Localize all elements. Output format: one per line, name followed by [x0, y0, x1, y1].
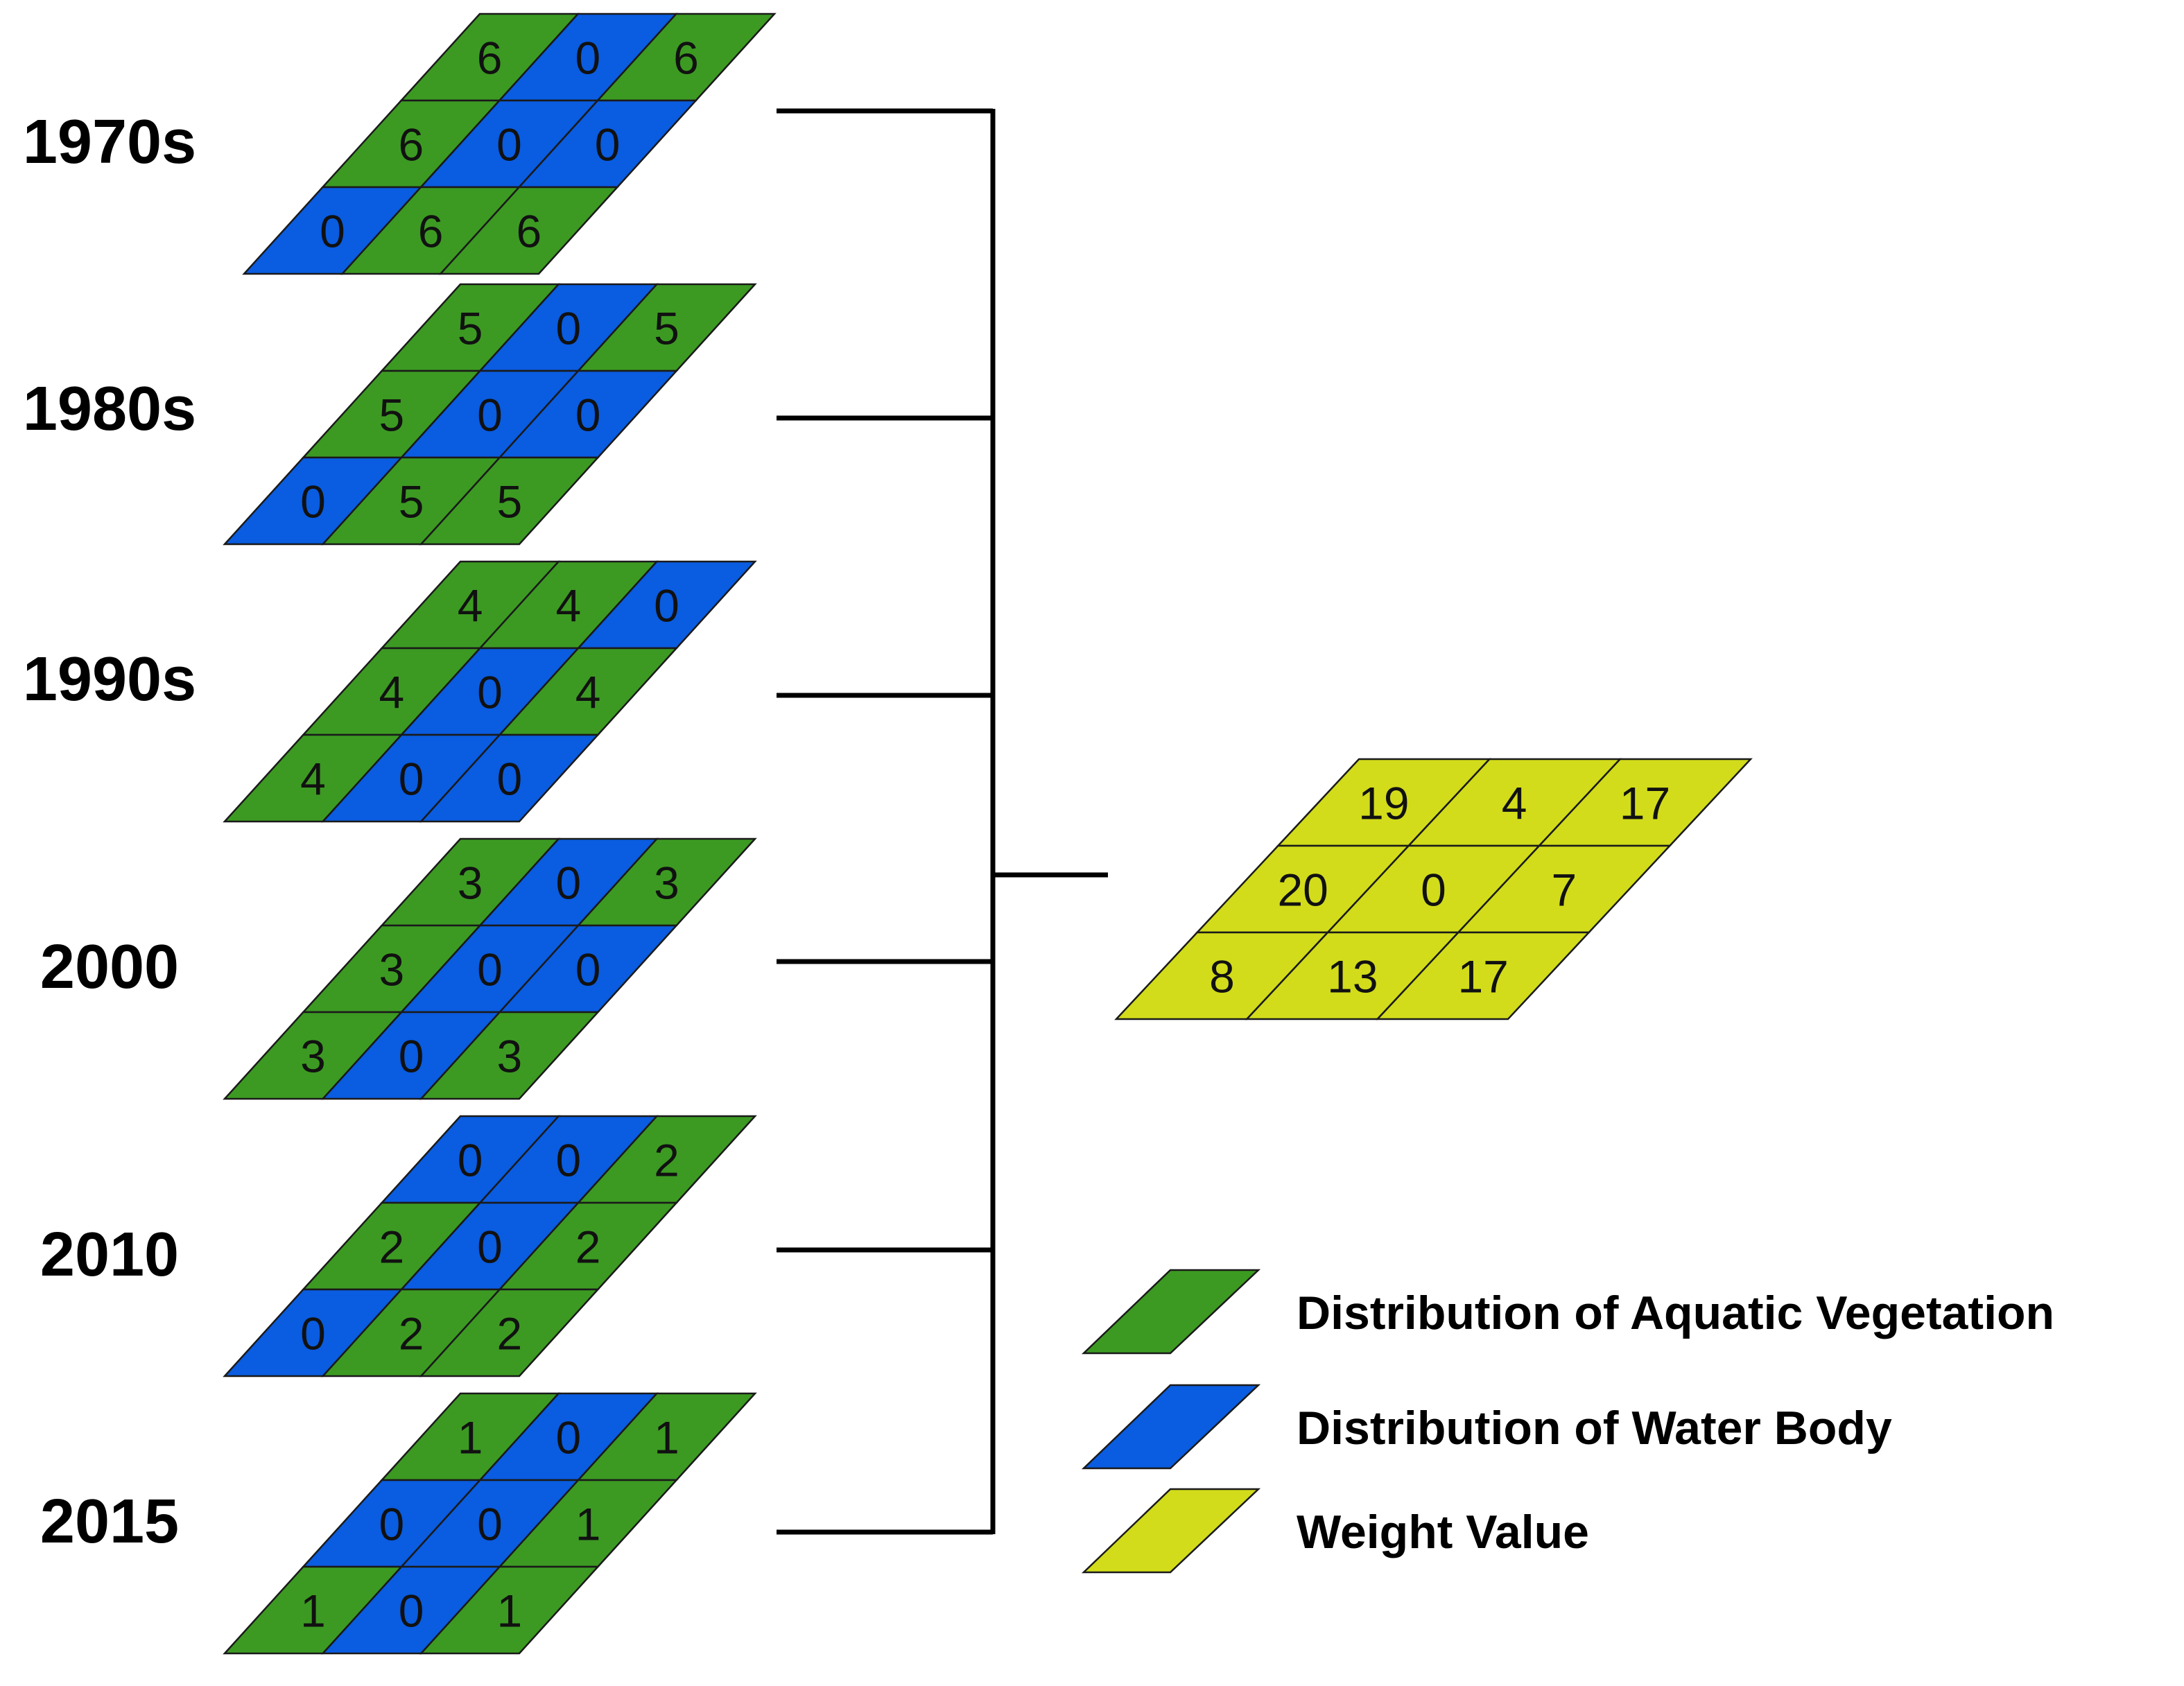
layer-cell-value: 2 [496, 1308, 522, 1359]
layer-cell-value: 2 [575, 1222, 601, 1273]
layer-cell-value: 0 [555, 1412, 581, 1463]
layer-2010: 0 0 2 2 0 2 0 2 2 2010 [40, 1115, 757, 1378]
legend-swatch [1081, 1488, 1261, 1574]
layer-1990s: 4 4 0 4 0 4 4 0 0 1990s [23, 560, 757, 823]
layer-cell-value: 6 [673, 33, 699, 84]
weight-cell-r2c2 [1375, 931, 1591, 1020]
layer-cell-value: 2 [379, 1222, 404, 1273]
layer-cell-value: 0 [320, 206, 345, 257]
layer-cell-value: 0 [477, 1222, 503, 1273]
layer-cell-value: 0 [477, 390, 503, 441]
legend-label: Distribution of Aquatic Vegetation [1297, 1287, 2054, 1339]
layer-cell-value: 3 [379, 944, 404, 996]
layer-cell-value: 6 [398, 119, 424, 171]
weight-cell-value: 8 [1209, 951, 1235, 1002]
layer-cell-value: 1 [458, 1412, 483, 1463]
layer-cell-value: 4 [379, 667, 404, 718]
layer-cell-value: 0 [654, 580, 679, 632]
weight-cell-value: 13 [1327, 951, 1378, 1002]
layer-cell-value: 6 [516, 206, 541, 257]
layer-cell-value: 0 [300, 476, 326, 528]
weight-cell-value: 0 [1421, 864, 1446, 916]
layer-cell-value: 0 [477, 1499, 503, 1550]
legend-vegetation: Distribution of Aquatic Vegetation [1081, 1269, 2054, 1355]
layer-cell-value: 5 [654, 303, 679, 354]
layer-cell-value: 0 [555, 303, 581, 354]
layer-cell-value: 1 [300, 1585, 326, 1637]
layer-cell-value: 5 [496, 476, 522, 528]
layer-cell-value: 2 [399, 1308, 424, 1359]
legend-label: Distribution of Water Body [1297, 1402, 1892, 1454]
layer-cell-value: 0 [595, 119, 621, 171]
layer-cell-r2c2 [438, 186, 620, 275]
layer-cell-value: 0 [399, 1585, 424, 1637]
layer-cell-value: 4 [300, 754, 326, 805]
weight-cell-value: 20 [1277, 864, 1328, 916]
legend-weight-value: Weight Value [1081, 1488, 1589, 1574]
layer-cell-value: 5 [458, 303, 483, 354]
layer-cell-value: 0 [458, 1135, 483, 1186]
layer-cell-value: 4 [555, 580, 581, 632]
weight-cell-value: 4 [1502, 778, 1527, 829]
weight-value-grid: 19 4 17 20 0 7 8 13 17 [1114, 758, 1753, 1020]
layer-cell-r2c2 [419, 456, 600, 546]
layer-cell-value: 1 [654, 1412, 679, 1463]
layer-cell-value: 3 [300, 1031, 326, 1082]
year-label: 1990s [23, 645, 196, 714]
layer-cell-value: 1 [575, 1499, 601, 1550]
layer-cell-value: 0 [575, 33, 600, 84]
layer-cell-value: 0 [399, 1031, 424, 1082]
year-label: 2010 [40, 1220, 179, 1289]
weight-cell-value: 19 [1358, 778, 1409, 829]
layer-2015: 1 0 1 0 0 1 1 0 1 2015 [40, 1392, 757, 1655]
layer-cell-value: 0 [575, 944, 601, 996]
layer-cell-value: 0 [300, 1308, 326, 1359]
layer-cell-value: 0 [575, 390, 601, 441]
layer-cell-value: 6 [418, 206, 444, 257]
layer-cell-value: 3 [496, 1031, 522, 1082]
layer-cell-r2c2 [419, 733, 600, 823]
layer-cell-value: 2 [654, 1135, 679, 1186]
layer-cell-value: 5 [399, 476, 424, 528]
layer-cell-r2c2 [419, 1011, 600, 1100]
weight-cell-value: 7 [1551, 864, 1577, 916]
legend: Distribution of Aquatic VegetationDistri… [1081, 1269, 2054, 1574]
layer-cell-value: 0 [477, 944, 503, 996]
year-label: 1980s [23, 374, 196, 444]
layer-cell-value: 4 [458, 580, 483, 632]
legend-label: Weight Value [1297, 1506, 1589, 1558]
layer-cell-value: 0 [379, 1499, 404, 1550]
layer-cell-value: 0 [477, 667, 503, 718]
layer-cell-value: 3 [458, 858, 483, 909]
layer-cell-value: 4 [575, 667, 601, 718]
bracket-connector [777, 108, 1108, 1535]
layer-1980s: 5 0 5 5 0 0 0 5 5 1980s [23, 283, 757, 546]
layer-cell-r2c2 [419, 1565, 600, 1655]
layer-cell-value: 0 [399, 754, 424, 805]
layer-2000: 3 0 3 3 0 0 3 0 3 2000 [40, 837, 757, 1100]
layer-cell-value: 3 [654, 858, 679, 909]
year-label: 2000 [40, 932, 179, 1002]
legend-swatch [1081, 1269, 1261, 1355]
weight-cell-value: 17 [1620, 778, 1670, 829]
layer-cell-value: 1 [496, 1585, 522, 1637]
layer-cell-value: 0 [555, 1135, 581, 1186]
layer-cell-value: 0 [496, 119, 522, 171]
layer-cell-r2c2 [419, 1288, 600, 1378]
legend-water-body: Distribution of Water Body [1081, 1384, 1892, 1470]
layer-1970s: 6 0 6 6 0 0 0 6 6 1970s [23, 12, 777, 275]
year-label: 1970s [23, 107, 196, 177]
layer-cell-value: 0 [555, 858, 581, 909]
layer-cell-value: 6 [477, 33, 503, 84]
weight-cell-value: 17 [1457, 951, 1508, 1002]
year-label: 2015 [40, 1487, 179, 1556]
layer-cell-value: 0 [496, 754, 522, 805]
legend-swatch [1081, 1384, 1261, 1470]
layer-cell-value: 5 [379, 390, 404, 441]
